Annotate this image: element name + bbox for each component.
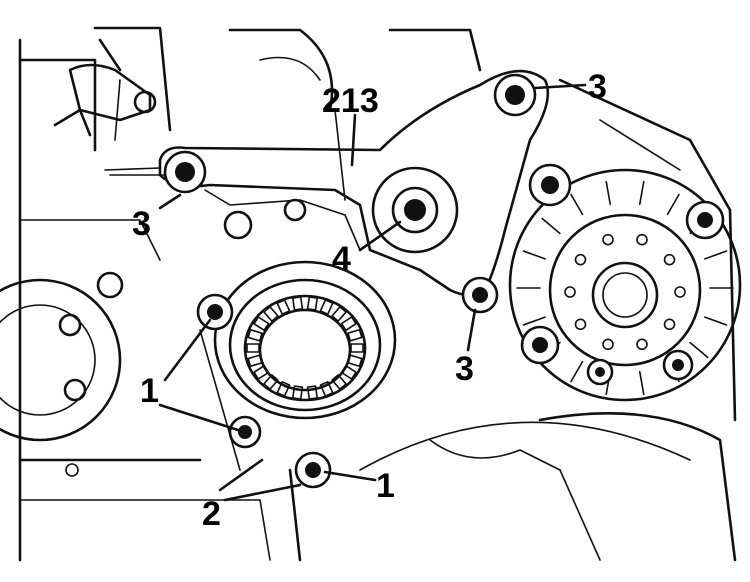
bearing-roller: [319, 381, 334, 397]
bearing-roller: [263, 306, 279, 322]
bolt-3-bottom: [461, 276, 499, 314]
bearing-roller: [247, 328, 263, 342]
bearing-roller: [276, 381, 291, 397]
label-3-left: 3: [132, 205, 151, 243]
cooling-fin: [570, 193, 584, 216]
bearing-roller: [331, 374, 347, 390]
bearing-roller: [319, 299, 334, 315]
pulley-hole: [574, 318, 587, 331]
bearing-roller: [306, 296, 319, 311]
bolt-3-top: [493, 73, 537, 117]
bearing-roller: [253, 364, 270, 380]
cooling-fin: [666, 193, 680, 216]
cooling-fin: [605, 180, 612, 206]
bearing-roller: [340, 316, 357, 332]
label-4: 4: [332, 240, 351, 278]
label-2: 2: [202, 495, 221, 533]
bearing-roller: [247, 354, 263, 368]
pulley-hole: [602, 233, 614, 246]
cooling-fin: [704, 316, 728, 326]
sensor-connector: [53, 38, 157, 141]
cooling-fin: [638, 180, 645, 206]
pulley-hole: [564, 286, 576, 298]
label-1-left: 1: [140, 372, 159, 410]
pulley-hole: [663, 318, 676, 331]
cooling-fin: [522, 250, 546, 260]
misc-bolts: [65, 198, 307, 477]
pulley-hole: [663, 253, 676, 266]
pulley-hole: [674, 286, 686, 298]
bearing-roller: [263, 374, 279, 390]
pulley-hole: [602, 338, 614, 351]
bearing-roller: [340, 364, 357, 380]
label-1-right: 1: [376, 467, 395, 505]
pulley-hole: [636, 338, 648, 351]
tensioner-pulley: [213, 260, 397, 420]
cooling-fin: [570, 360, 584, 383]
bearing-roller: [276, 299, 291, 315]
bearing-roller: [306, 385, 319, 400]
bolt-4: [371, 166, 459, 254]
bearing-roller: [291, 296, 304, 311]
pulley-hole: [574, 253, 587, 266]
bearing-roller: [347, 354, 363, 368]
bolt-2: [228, 415, 262, 449]
engine-block-outline: [18, 26, 737, 562]
bearing-roller: [253, 316, 270, 332]
bearing-roller: [246, 343, 260, 353]
pulley-hole: [636, 233, 648, 246]
cooling-fin: [638, 370, 645, 396]
bearing-roller: [331, 306, 347, 322]
bearing-roller: [350, 343, 364, 353]
cooling-fin: [704, 250, 728, 260]
bearing-roller: [347, 328, 363, 342]
bolt-1-right: [294, 451, 332, 489]
bolt-3-left: [163, 150, 207, 194]
cooling-fin: [689, 341, 709, 359]
cooling-fin: [522, 316, 546, 326]
cooling-fin: [541, 217, 561, 235]
bolt-1-left: [196, 293, 234, 331]
alternator: [508, 163, 742, 402]
label-3-bottom: 3: [455, 350, 474, 388]
label-213: 213: [322, 82, 379, 120]
leader-lines: [158, 83, 587, 502]
left-pulley: [0, 271, 124, 442]
bearing-roller: [291, 385, 304, 400]
label-3-top: 3: [588, 68, 607, 106]
